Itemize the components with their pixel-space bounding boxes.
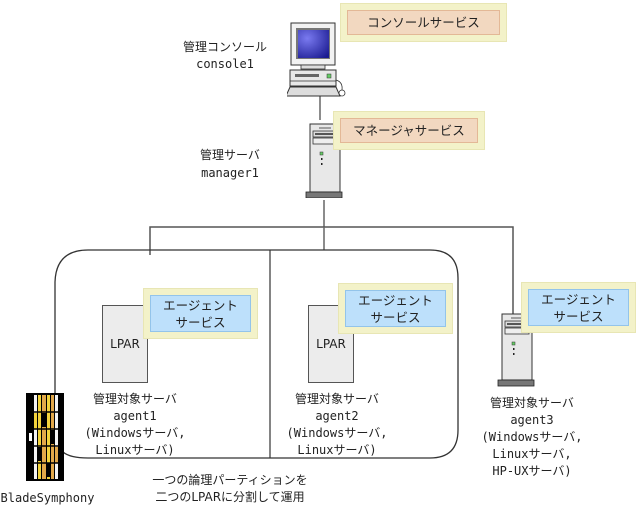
agent3-host: agent3 — [510, 413, 554, 427]
console-name: 管理コンソール — [182, 40, 267, 54]
agent2-os-line2: Linuxサーバ) — [297, 443, 377, 457]
agent2-service-line1: エージェント — [358, 292, 433, 308]
agent1-os-line1: (Windowsサーバ, — [84, 426, 186, 440]
partition-note-line1: 一つの論理パーティションを — [152, 473, 308, 487]
manager-service-box: マネージャサービス — [333, 111, 485, 150]
console-host: console1 — [196, 57, 254, 71]
agent2-service-box: エージェント サービス — [338, 283, 453, 334]
blade-server-icon — [26, 393, 64, 481]
partition-enclosure — [54, 249, 459, 459]
console-service-box: コンソールサービス — [340, 3, 507, 42]
blade-label: BladeSymphony — [0, 491, 95, 505]
console-service-label: コンソールサービス — [347, 10, 500, 35]
lpar-box-agent1: LPAR — [102, 305, 148, 383]
lpar-label: LPAR — [316, 337, 346, 351]
agent3-os-line1: (Windowsサーバ, — [481, 430, 583, 444]
agent3-service-line2: サービス — [553, 308, 604, 324]
agent1-service-line2: サービス — [175, 314, 226, 330]
agent2-host: agent2 — [315, 409, 359, 423]
agent1-host: agent1 — [113, 409, 157, 423]
network-bus — [149, 226, 514, 315]
agent3-os-line2: Linuxサーバ, — [492, 447, 572, 461]
agent1-os-line2: Linuxサーバ) — [95, 443, 175, 457]
agent2-service-line2: サービス — [370, 309, 421, 325]
agent3-service-box: エージェント サービス — [521, 282, 636, 333]
manager-service-label: マネージャサービス — [340, 118, 478, 143]
agent1-service-box: エージェント サービス — [143, 288, 258, 339]
agent1-name: 管理対象サーバ — [93, 392, 177, 406]
partition-note-line2: 二つのLPARに分割して運用 — [155, 490, 305, 504]
agent2-os-line1: (Windowsサーバ, — [286, 426, 388, 440]
desktop-computer-icon — [287, 22, 346, 97]
agent3-service-line1: エージェント — [541, 291, 616, 307]
lpar-label: LPAR — [110, 337, 140, 351]
manager-name: 管理サーバ — [200, 148, 260, 162]
agent1-service-line1: エージェント — [163, 297, 238, 313]
agent3-name: 管理対象サーバ — [490, 396, 574, 410]
agent2-name: 管理対象サーバ — [295, 392, 379, 406]
manager-host: manager1 — [201, 166, 259, 180]
agent3-os-line3: HP-UXサーバ) — [492, 464, 572, 478]
